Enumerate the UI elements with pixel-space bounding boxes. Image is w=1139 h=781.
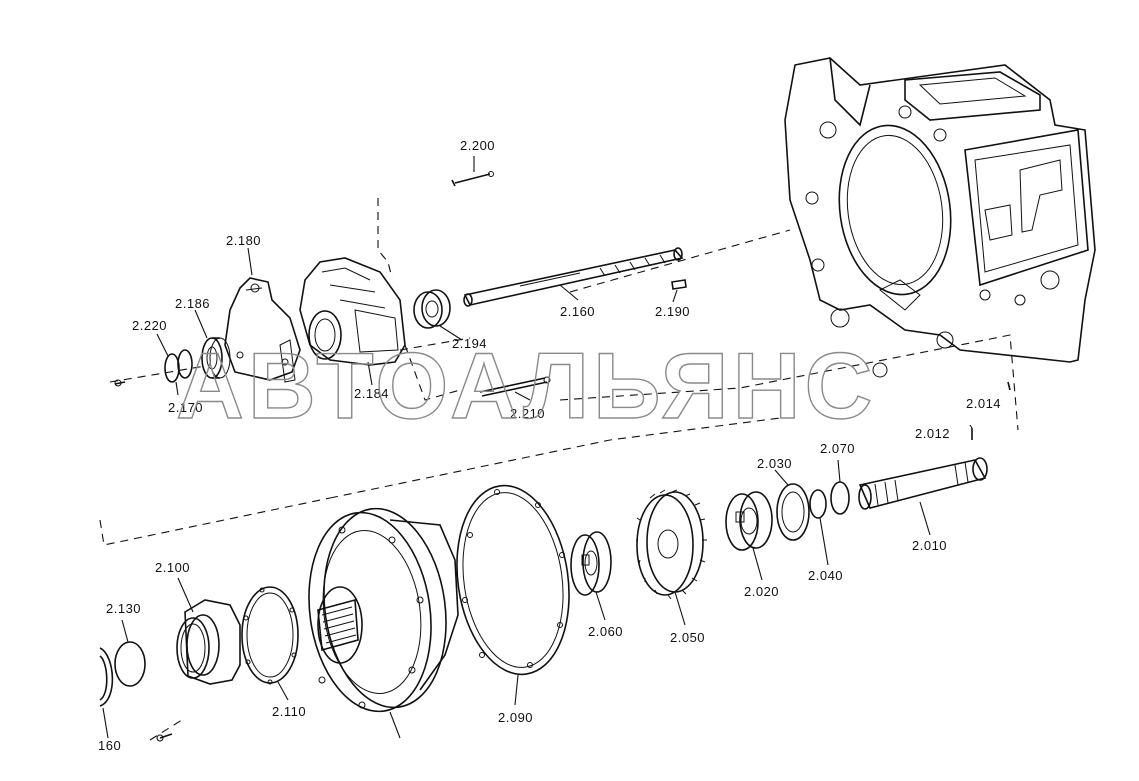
key-2190: [671, 279, 687, 290]
rod-2210: [479, 376, 551, 397]
bearing-2194: [413, 289, 451, 329]
gearbox-housing: [784, 57, 1096, 378]
label-2194: 2.194: [452, 336, 487, 351]
label-2110: 2.110: [272, 704, 306, 719]
label-2012: 2.012: [915, 426, 950, 441]
gasket-2090: [456, 484, 570, 676]
label-2160: 2.160: [560, 304, 595, 319]
label-2180: 2.180: [226, 233, 261, 248]
seal-2160-partial: [99, 647, 114, 707]
label-2090: 2.090: [498, 710, 533, 725]
label-2220: 2.220: [132, 318, 167, 333]
shaft-2010: [858, 457, 988, 510]
washer-2030: [776, 483, 810, 541]
label-2170: 2.170: [168, 400, 203, 415]
watermark-text: АВТОАЛЬЯНС: [176, 333, 876, 438]
label-2210: 2.210: [510, 406, 545, 421]
label-2100: 2.100: [155, 560, 190, 575]
leader-lines: [102, 156, 973, 739]
label-2014: 2.014: [966, 396, 1001, 411]
gasket-plate-2180: [224, 277, 301, 381]
label-2200: 2.200: [460, 138, 495, 153]
label-2050: 2.050: [670, 630, 705, 645]
flange-2100: [176, 599, 241, 685]
gear-2050: [636, 489, 707, 600]
assembly-axis-lines: [99, 198, 1019, 741]
label-2184: 2.184: [354, 386, 389, 401]
label-2130: 2.130: [106, 601, 141, 616]
bolt-lower: [156, 733, 173, 742]
label-2030: 2.030: [757, 456, 792, 471]
pin-2200: [451, 171, 494, 187]
bearing-2020: [725, 491, 773, 551]
ring-2130: [114, 641, 146, 687]
label-2070: 2.070: [820, 441, 855, 456]
gasket-2110: [241, 586, 299, 685]
label-2160-partial: 160: [98, 738, 121, 753]
label-2190: 2.190: [655, 304, 690, 319]
label-2040: 2.040: [808, 568, 843, 583]
seal-2186: [201, 337, 231, 379]
rings-2220-2170: [164, 349, 193, 383]
rings-2070-2040: [809, 481, 850, 519]
bearing-2060: [570, 531, 612, 596]
carrier-housing: [308, 507, 459, 713]
bolt-2012-2014: [971, 381, 1011, 440]
label-2060: 2.060: [588, 624, 623, 639]
cover-housing-2184: [279, 257, 406, 383]
shaft-2160: [463, 247, 684, 307]
label-2020: 2.020: [744, 584, 779, 599]
bolt-small: [114, 379, 126, 387]
label-2186: 2.186: [175, 296, 210, 311]
part-labels: 2.200 2.180 2.186 2.220 2.170 2.184 2.19…: [98, 138, 1001, 753]
label-2010: 2.010: [912, 538, 947, 553]
